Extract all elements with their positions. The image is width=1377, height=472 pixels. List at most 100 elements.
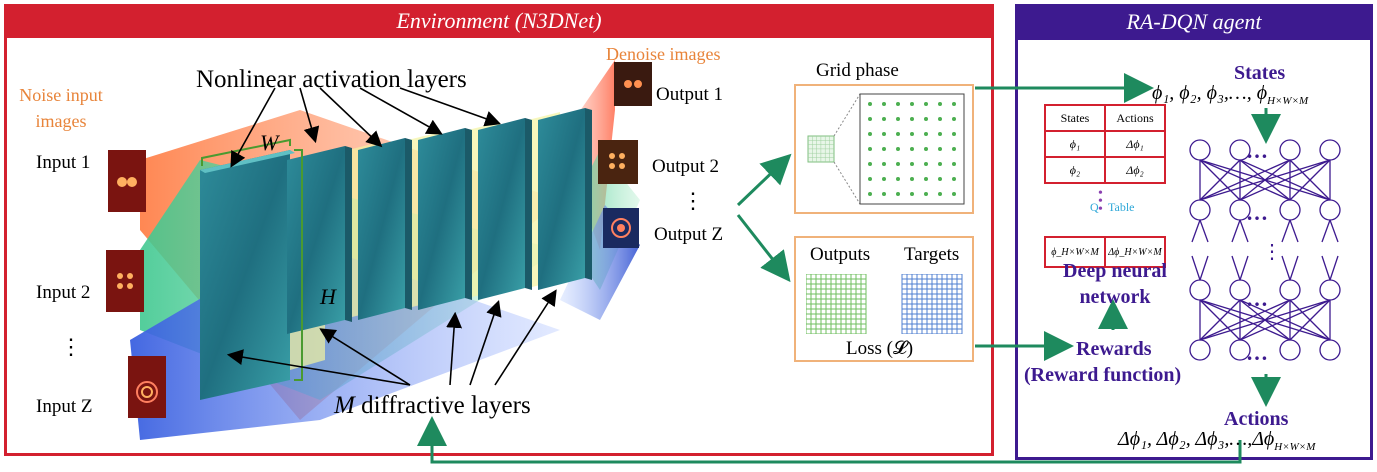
nn-edge — [1289, 299, 1331, 341]
phase-dot — [896, 192, 900, 196]
phase-dot — [910, 102, 914, 106]
targets-label: Targets — [904, 244, 960, 265]
phase-dot — [952, 102, 956, 106]
nn-edge — [1281, 219, 1291, 243]
nn-node — [1279, 139, 1301, 161]
nn-node — [1279, 339, 1301, 361]
output-ellipsis: ⋮ — [682, 188, 704, 213]
actions-formula: Δϕ₁, Δϕ₂, Δϕ₃,…,ΔϕH×W×M — [1118, 428, 1315, 453]
nn-edge — [1289, 255, 1299, 281]
phase-dot — [896, 177, 900, 181]
nonlinear-label: Nonlinear activation layers — [196, 66, 467, 93]
flow-arrows — [417, 73, 1281, 464]
phase-dot — [882, 192, 886, 196]
input-2-label: Input 2 — [36, 282, 91, 303]
phase-dot — [882, 147, 886, 151]
nn-edge — [1289, 219, 1299, 243]
states-formula-sub: H×W×M — [1267, 95, 1309, 107]
phase-dot — [868, 147, 872, 151]
w-bracket — [201, 138, 291, 166]
h-label: H — [320, 284, 336, 309]
nn-node — [1189, 279, 1211, 301]
input-ellipsis: ⋮ — [60, 334, 82, 359]
table-label: Table — [1108, 200, 1135, 214]
input-image-2 — [106, 250, 144, 312]
q-row-2-action: Δϕ₂ — [1104, 156, 1166, 184]
phase-dot — [910, 117, 914, 121]
nn-edge — [1239, 219, 1249, 243]
phase-dot — [868, 117, 872, 121]
phase-dot — [938, 192, 942, 196]
phase-dot — [938, 117, 942, 121]
phase-dot — [868, 162, 872, 166]
q-row-n-state: ϕ_H×W×M — [1044, 236, 1106, 268]
phase-dot — [882, 132, 886, 136]
nn-edge — [1199, 255, 1209, 281]
phase-dot — [938, 132, 942, 136]
states-formula: ϕ₁, ϕ₂, ϕ₃,…, ϕH×W×M — [1152, 82, 1308, 107]
phase-dot — [952, 162, 956, 166]
q-header-states: States — [1044, 104, 1106, 132]
phase-dot — [938, 147, 942, 151]
phase-dot — [952, 192, 956, 196]
phase-dot — [952, 147, 956, 151]
nn-ellipsis-bottom: … — [1246, 340, 1268, 365]
nn-node — [1279, 199, 1301, 221]
nn-edge — [1321, 255, 1331, 281]
nn-edge — [1199, 299, 1331, 341]
denoise-label: Denoise images — [606, 44, 721, 64]
nn-node — [1319, 279, 1341, 301]
output-image-1 — [614, 62, 652, 106]
nonlinear-arrows — [230, 87, 502, 168]
nn-edge — [1199, 299, 1291, 341]
actions-formula-text: Δϕ₁, Δϕ₂, Δϕ₃,…,Δϕ — [1118, 428, 1275, 450]
q-dots: ••• — [1098, 186, 1103, 217]
input-image-z — [128, 356, 166, 418]
environment-title: Environment (N3DNet) — [4, 4, 994, 38]
actions-formula-sub: H×W×M — [1274, 441, 1316, 453]
nn-edge — [1239, 255, 1249, 281]
phase-dot — [952, 132, 956, 136]
diffractive-text: diffractive layers — [361, 392, 531, 419]
states-label: States — [1234, 62, 1286, 84]
phase-dot — [882, 162, 886, 166]
nn-vertical-dots: ⋮ — [1262, 241, 1282, 263]
h-bracket — [294, 149, 303, 381]
q-row-n-action: Δϕ_H×W×M — [1104, 236, 1166, 268]
reward-function-label: (Reward function) — [1024, 364, 1182, 386]
diffractive-arrows — [226, 289, 557, 386]
dnn-label: Deep neural network — [1063, 260, 1167, 308]
nn-node — [1319, 139, 1341, 161]
output-image-z — [603, 208, 639, 248]
nn-node — [1319, 339, 1341, 361]
phase-dot — [896, 132, 900, 136]
phase-dot — [924, 177, 928, 181]
q-row-2-state: ϕ₂ — [1044, 156, 1106, 184]
noise-input-label: Noise input images — [19, 85, 103, 131]
rewards-label: Rewards — [1076, 338, 1152, 360]
nn-edge — [1199, 219, 1209, 243]
phase-dot — [952, 177, 956, 181]
q-header-actions: Actions — [1104, 104, 1166, 132]
phase-dot — [924, 192, 928, 196]
phase-dot — [910, 192, 914, 196]
outputs-label: Outputs — [810, 244, 871, 265]
phase-dot — [910, 162, 914, 166]
q-row-1-state: ϕ₁ — [1044, 130, 1106, 158]
phase-dot — [924, 117, 928, 121]
q-label: Q — [1090, 200, 1099, 214]
phase-dot — [882, 177, 886, 181]
phase-dot — [938, 177, 942, 181]
nn-edge — [1199, 159, 1291, 201]
phase-dot — [868, 177, 872, 181]
phase-dot — [910, 147, 914, 151]
phase-dot — [924, 147, 928, 151]
phase-dot — [896, 102, 900, 106]
phase-dot — [910, 132, 914, 136]
phase-dot — [882, 102, 886, 106]
nn-node — [1189, 199, 1211, 221]
output-z-label: Output Z — [654, 224, 724, 245]
nn-edge — [1321, 219, 1331, 243]
